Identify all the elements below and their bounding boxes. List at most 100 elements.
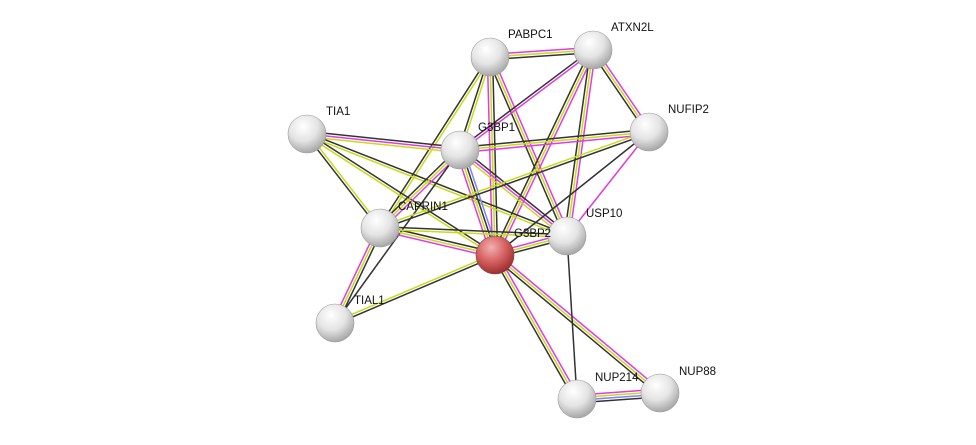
node-label: CAPRIN1 (398, 201, 448, 213)
protein-node-sphere[interactable] (547, 216, 587, 256)
protein-node-sphere[interactable] (287, 114, 327, 154)
protein-node-sphere[interactable] (475, 235, 515, 275)
edge-nufip2-usp10[interactable] (566, 131, 650, 237)
protein-node-sphere[interactable] (629, 112, 669, 152)
edge-evidence-exp (306, 133, 461, 151)
node-pabpc1[interactable]: PABPC1 (470, 29, 553, 77)
edge-evidence-coexp (380, 132, 650, 230)
protein-node-sphere[interactable] (440, 130, 480, 170)
edge-g3bp1-usp10[interactable] (457, 147, 570, 239)
edge-g3bp2-nup88[interactable] (492, 252, 663, 396)
node-label: NUP214 (595, 372, 639, 384)
edge-evidence-text (305, 134, 495, 257)
edge-evidence-coexp (491, 56, 499, 255)
edge-evidence-text (494, 254, 661, 394)
edge-tia1-g3bp2[interactable] (305, 132, 497, 257)
edge-evidence-coexp (492, 255, 576, 401)
edge-atxn2l-usp10[interactable] (563, 49, 597, 237)
node-label: TIAL1 (354, 295, 385, 307)
edge-evidence-coexp (486, 57, 566, 238)
node-nufip2[interactable]: NUFIP2 (629, 104, 709, 152)
edge-atxn2l-g3bp1[interactable] (458, 48, 595, 152)
edge-evidence-text (306, 134, 567, 238)
node-label: ATXN2L (611, 22, 654, 34)
edge-evidence-coexp (566, 235, 578, 400)
edge-g3bp2-nup214[interactable] (492, 253, 580, 401)
edge-pabpc1-g3bp2[interactable] (486, 56, 499, 256)
node-g3bp2[interactable]: G3BP2 (475, 228, 551, 275)
node-nup88[interactable]: NUP88 (640, 366, 716, 413)
edge-usp10-nup214[interactable] (566, 235, 578, 400)
protein-node-sphere[interactable] (470, 37, 510, 77)
node-g3bp1[interactable]: G3BP1 (440, 122, 515, 170)
node-tial1[interactable]: TIAL1 (315, 295, 385, 343)
edge-evidence-coexp (491, 48, 592, 255)
edge-evidence-coexp (459, 128, 649, 149)
edge-evidence-text (459, 131, 650, 151)
edge-tia1-caprin1[interactable] (305, 132, 382, 230)
edge-evidence-text (380, 57, 492, 230)
edge-evidence-exp (459, 149, 568, 237)
edge-evidence-text (566, 49, 594, 237)
edge-evidence-exp (496, 253, 580, 399)
protein-node-sphere[interactable] (573, 30, 613, 70)
edge-evidence-coexp (305, 134, 380, 230)
edge-evidence-coexp (563, 49, 592, 236)
edge-atxn2l-g3bp2[interactable] (491, 48, 597, 257)
edge-evidence-coexp (458, 48, 593, 150)
edge-nufip2-g3bp2[interactable] (494, 131, 650, 256)
edge-evidence-text (489, 56, 496, 256)
edge-pabpc1-caprin1[interactable] (378, 55, 492, 230)
edge-evidence-text (379, 130, 649, 228)
edge-evidence-coexp (334, 149, 461, 324)
edge-evidence-coexp (307, 130, 461, 149)
edge-evidence-exp (566, 131, 650, 237)
edge-evidence-coexp (461, 147, 570, 235)
node-usp10[interactable]: USP10 (547, 208, 622, 256)
edge-evidence-exp (496, 50, 597, 257)
node-label: G3BP1 (478, 122, 515, 134)
node-label: NUFIP2 (668, 104, 709, 116)
edge-evidence-text (494, 49, 594, 256)
edge-evidence-exp (460, 133, 650, 154)
edge-evidence-coexp (307, 132, 568, 236)
edge-caprin1-usp10[interactable] (379, 225, 568, 239)
edge-tia1-usp10[interactable] (306, 132, 568, 238)
edge-evidence-exp (568, 50, 597, 237)
edge-evidence-coexp (378, 55, 490, 228)
edge-evidence-coexp (494, 131, 650, 256)
edge-g3bp1-tial1[interactable] (334, 149, 461, 324)
protein-node-sphere[interactable] (315, 303, 355, 343)
edge-evidence-exp (379, 229, 495, 259)
protein-node-sphere[interactable] (640, 373, 680, 413)
edge-evidence-text (307, 132, 382, 228)
node-atxn2l[interactable]: ATXN2L (573, 22, 654, 70)
edges-layer (305, 46, 663, 404)
node-label: G3BP2 (514, 228, 551, 240)
edge-evidence-text (334, 253, 495, 323)
edge-evidence-coexp (307, 132, 497, 255)
edge-tia1-g3bp1[interactable] (306, 130, 461, 154)
protein-node-sphere[interactable] (557, 379, 597, 419)
node-label: TIA1 (326, 106, 350, 118)
edge-nufip2-caprin1[interactable] (379, 130, 650, 230)
edge-evidence-coexp (492, 256, 659, 396)
edge-evidence-text (457, 151, 566, 239)
node-caprin1[interactable]: CAPRIN1 (360, 201, 448, 248)
node-label: USP10 (586, 208, 622, 220)
edge-evidence-exp (496, 252, 663, 392)
edge-evidence-exp (460, 50, 595, 152)
edge-g3bp1-nufip2[interactable] (459, 128, 650, 154)
edge-evidence-exp (486, 57, 494, 256)
edge-g3bp2-tial1[interactable] (334, 253, 496, 325)
edge-evidence-coexp (380, 225, 568, 236)
protein-node-sphere[interactable] (360, 208, 400, 248)
node-label: NUP88 (679, 366, 716, 378)
edge-evidence-text (379, 227, 496, 256)
node-tia1[interactable]: TIA1 (287, 106, 350, 154)
edge-evidence-text (306, 135, 460, 154)
node-nup214[interactable]: NUP214 (557, 372, 639, 419)
